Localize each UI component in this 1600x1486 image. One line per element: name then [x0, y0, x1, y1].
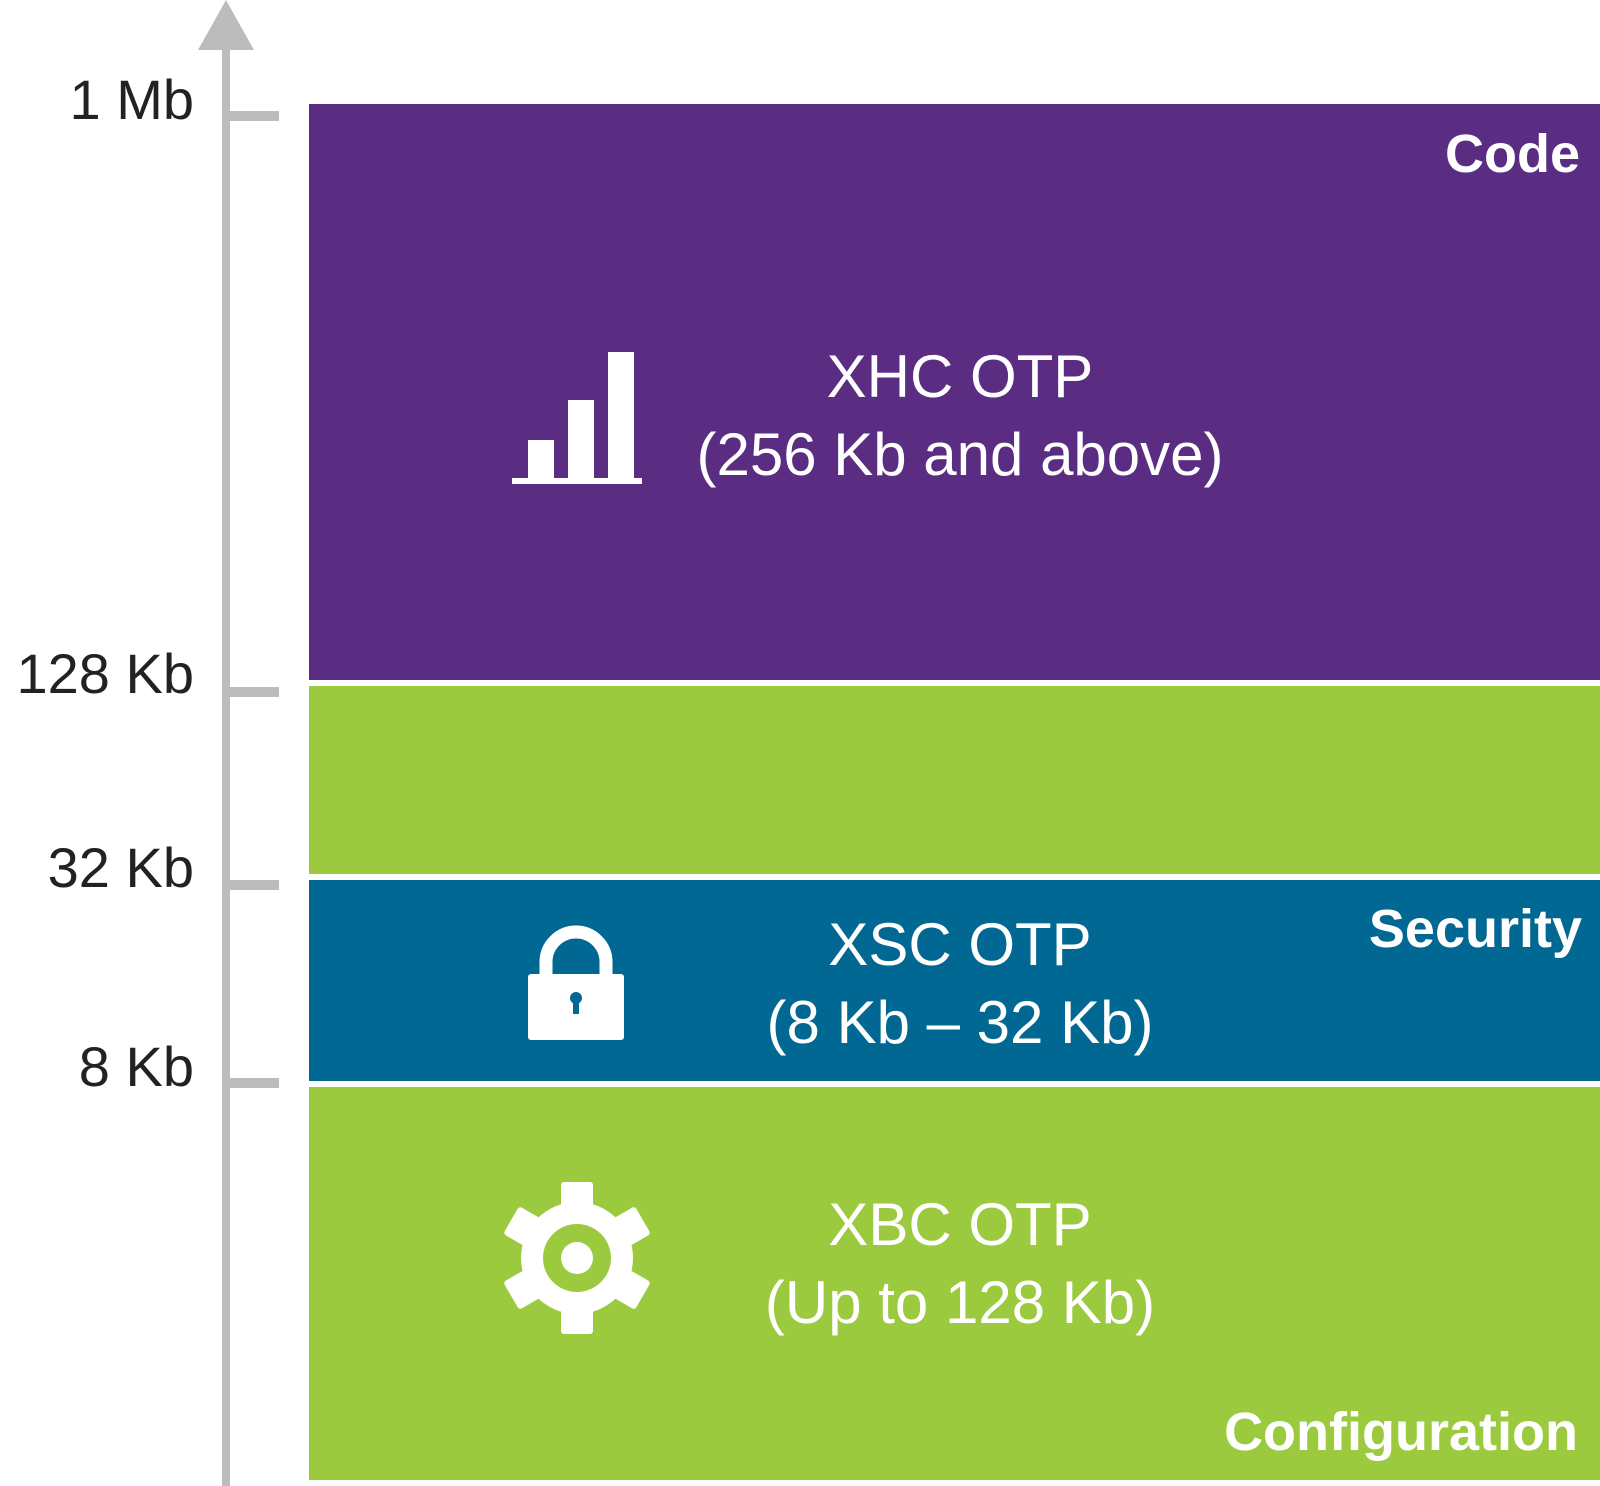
xsc-otp-label: XSC OTP (8 Kb – 32 Kb)	[580, 906, 1340, 1062]
axis-tick-128kb	[222, 687, 279, 697]
xsc-otp-name: XSC OTP	[828, 911, 1092, 978]
xhc-otp-label: XHC OTP (256 Kb and above)	[580, 338, 1340, 494]
upper-configuration-band	[309, 686, 1600, 874]
gear-icon	[500, 1181, 654, 1335]
xbc-otp-range: (Up to 128 Kb)	[764, 1269, 1156, 1336]
axis-tick-8kb	[222, 1078, 279, 1088]
lock-icon	[526, 924, 626, 1042]
axis-tick-label: 32 Kb	[47, 836, 194, 899]
axis-tick-32kb	[222, 880, 279, 890]
xsc-otp-range: (8 Kb – 32 Kb)	[766, 989, 1154, 1056]
bar-chart-icon	[512, 350, 642, 486]
axis-tick-label: 8 Kb	[78, 1035, 194, 1098]
xbc-otp-label: XBC OTP (Up to 128 Kb)	[580, 1186, 1340, 1342]
code-band	[309, 104, 1600, 680]
configuration-band-label: Configuration	[1224, 1402, 1578, 1462]
axis-tick-label: 1 Mb	[69, 68, 195, 131]
code-band-label: Code	[1445, 124, 1580, 184]
xbc-otp-name: XBC OTP	[828, 1191, 1092, 1258]
security-band-label: Security	[1368, 899, 1582, 959]
axis-tick-1mb	[222, 111, 279, 121]
axis-arrowhead	[198, 0, 254, 50]
security-band	[309, 880, 1600, 1081]
axis-line	[222, 44, 230, 1486]
xhc-otp-name: XHC OTP	[826, 343, 1094, 410]
axis-tick-label: 128 Kb	[16, 642, 195, 705]
xhc-otp-range: (256 Kb and above)	[696, 421, 1224, 488]
